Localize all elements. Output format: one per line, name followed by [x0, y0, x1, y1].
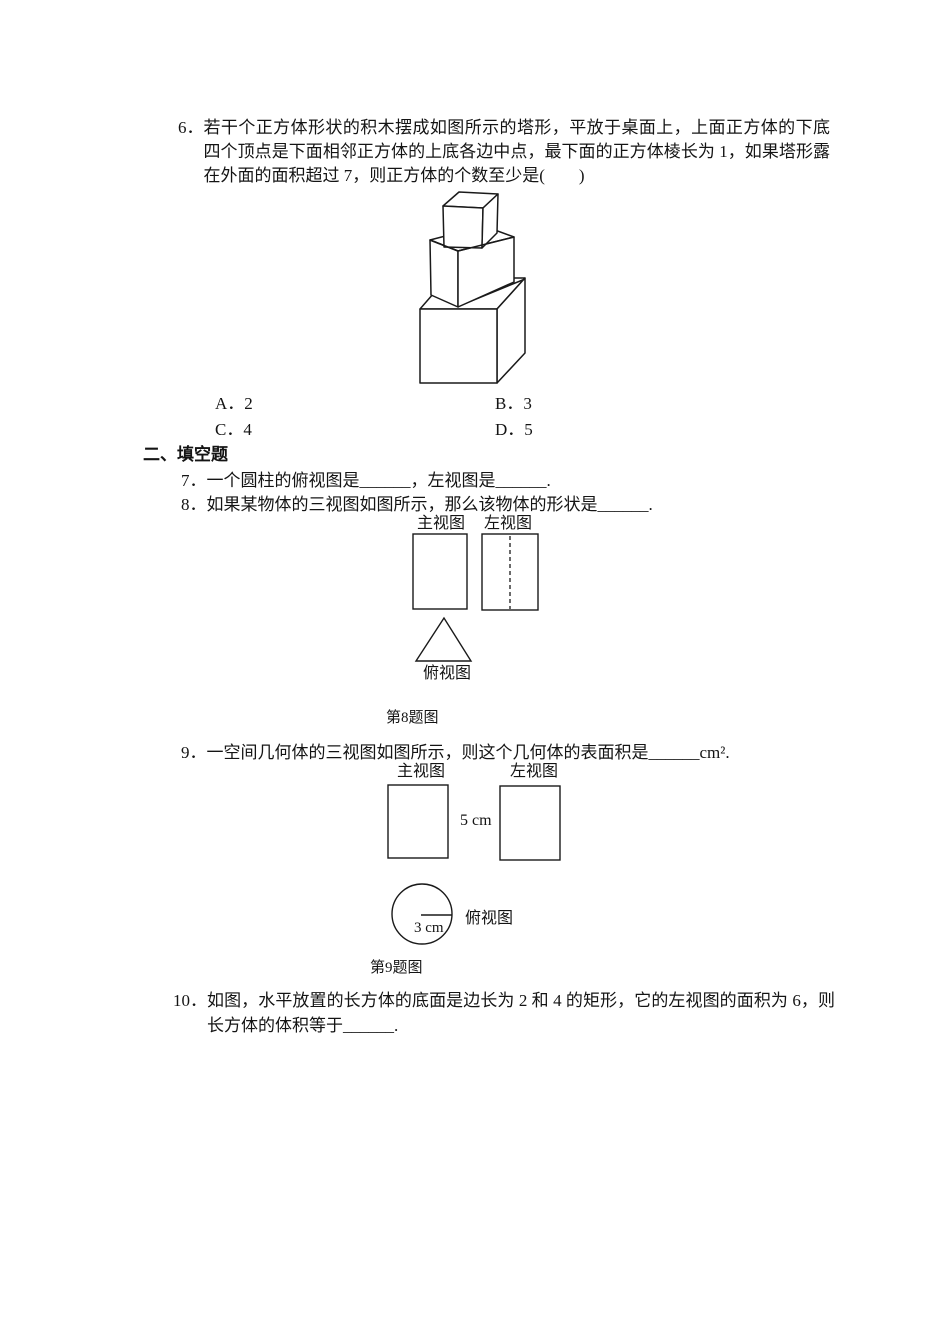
- q8-top-view-label: 俯视图: [423, 665, 472, 682]
- q9-front-view-label: 主视图: [397, 763, 446, 780]
- cube-tower-figure: [419, 191, 526, 384]
- q9-figure-caption: 第9题图: [370, 960, 423, 976]
- top-cube-front-face: [442, 205, 484, 249]
- question-8-text: 8．如果某物体的三视图如图所示，那么该物体的形状是______.: [181, 495, 653, 514]
- option-b: B．3: [495, 394, 532, 413]
- q8-three-views-figure: [412, 533, 539, 662]
- q9-top-view-circle: [391, 883, 453, 945]
- middle-cube-front-right-top-edge: [457, 236, 515, 252]
- question-7-text: 7．一个圆柱的俯视图是______，左视图是______.: [181, 471, 551, 490]
- question-10: 10． 如图，水平放置的长方体的底面是边长为 2 和 4 的矩形，它的左视图的面…: [173, 988, 835, 1038]
- option-c: C．4: [215, 420, 252, 439]
- q8-front-view-label: 主视图: [417, 515, 466, 532]
- q8-front-view-rect: [412, 533, 468, 610]
- q9-three-views-figure: [387, 784, 561, 945]
- q8-top-view-triangle: [414, 616, 473, 662]
- question-6-number: 6．: [178, 118, 204, 137]
- q9-height-dimension-label: 5 cm: [460, 812, 492, 829]
- question-6-text: 若干个正方体形状的积木摆成如图所示的塔形，平放于桌面上，上面正方体的下底四个顶点…: [203, 118, 831, 185]
- section-heading-fill-blanks: 二、填空题: [143, 445, 228, 464]
- top-cube-right-face: [481, 193, 499, 249]
- q8-side-view-label: 左视图: [484, 515, 533, 532]
- question-10-number: 10．: [173, 991, 207, 1010]
- question-6: 6． 若干个正方体形状的积木摆成如图所示的塔形，平放于桌面上，上面正方体的下底四…: [178, 116, 830, 188]
- bottom-cube-front-face: [419, 308, 498, 384]
- q8-side-view-rect: [481, 533, 539, 611]
- middle-cube-front-left-top-edge: [429, 239, 459, 252]
- q9-side-view-label: 左视图: [510, 763, 559, 780]
- question-10-text: 如图，水平放置的长方体的底面是边长为 2 和 4 的矩形，它的左视图的面积为 6…: [207, 991, 835, 1035]
- question-9-text: 9．一空间几何体的三视图如图所示，则这个几何体的表面积是______cm².: [181, 743, 730, 762]
- q9-radius-dimension-label: 3 cm: [414, 920, 444, 936]
- q9-top-view-label: 俯视图: [465, 910, 514, 927]
- q9-side-view-rect: [499, 785, 561, 861]
- option-a: A．2: [215, 394, 253, 413]
- q8-figure-caption: 第8题图: [386, 710, 439, 726]
- q9-front-view-rect: [387, 784, 449, 859]
- option-d: D．5: [495, 420, 533, 439]
